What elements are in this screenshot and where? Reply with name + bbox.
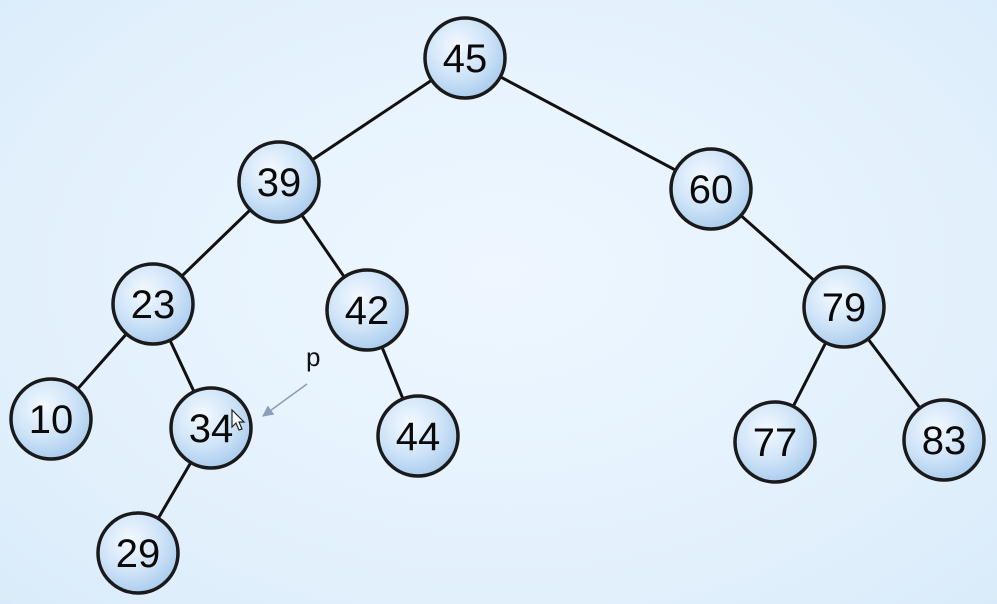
nodes-layer: 45 39 60 23 42 79 10 34 44 77 83 29 <box>9 16 986 595</box>
tree-node-77: 77 <box>733 400 817 484</box>
node-circle <box>96 511 180 595</box>
mouse-cursor-icon <box>231 408 246 431</box>
node-label: 42 <box>345 289 390 333</box>
pointer-label: p <box>306 342 320 372</box>
node-circle <box>733 400 817 484</box>
node-label: 44 <box>396 415 441 459</box>
node-circle <box>802 265 886 349</box>
tree-node-44: 44 <box>376 394 460 478</box>
node-label: 39 <box>257 161 302 205</box>
node-label: 83 <box>922 419 967 463</box>
node-label: 45 <box>443 37 488 81</box>
tree-node-45: 45 <box>423 16 507 100</box>
node-label: 60 <box>689 168 734 212</box>
node-circle <box>111 262 195 346</box>
node-circle <box>902 398 986 482</box>
node-label: 34 <box>189 407 234 451</box>
node-label: 29 <box>116 532 161 576</box>
node-circle <box>237 140 321 224</box>
node-circle <box>325 268 409 352</box>
node-label: 23 <box>131 283 176 327</box>
tree-node-83: 83 <box>902 398 986 482</box>
tree-node-39: 39 <box>237 140 321 224</box>
tree-node-29: 29 <box>96 511 180 595</box>
node-circle <box>423 16 507 100</box>
tree-node-34: 34 <box>169 386 253 470</box>
node-label: 77 <box>753 421 798 465</box>
node-circle <box>169 386 253 470</box>
node-circle <box>9 377 93 461</box>
tree-node-79: 79 <box>802 265 886 349</box>
node-circle <box>376 394 460 478</box>
node-label: 10 <box>29 398 74 442</box>
pointer-arrow <box>262 383 308 417</box>
pointer-annotation: p <box>262 342 320 417</box>
edge-45-60 <box>464 56 712 191</box>
node-circle <box>669 147 753 231</box>
tree-node-23: 23 <box>111 262 195 346</box>
tree-node-42: 42 <box>325 268 409 352</box>
tree-node-60: 60 <box>669 147 753 231</box>
tree-node-10: 10 <box>9 377 93 461</box>
node-label: 79 <box>822 286 867 330</box>
